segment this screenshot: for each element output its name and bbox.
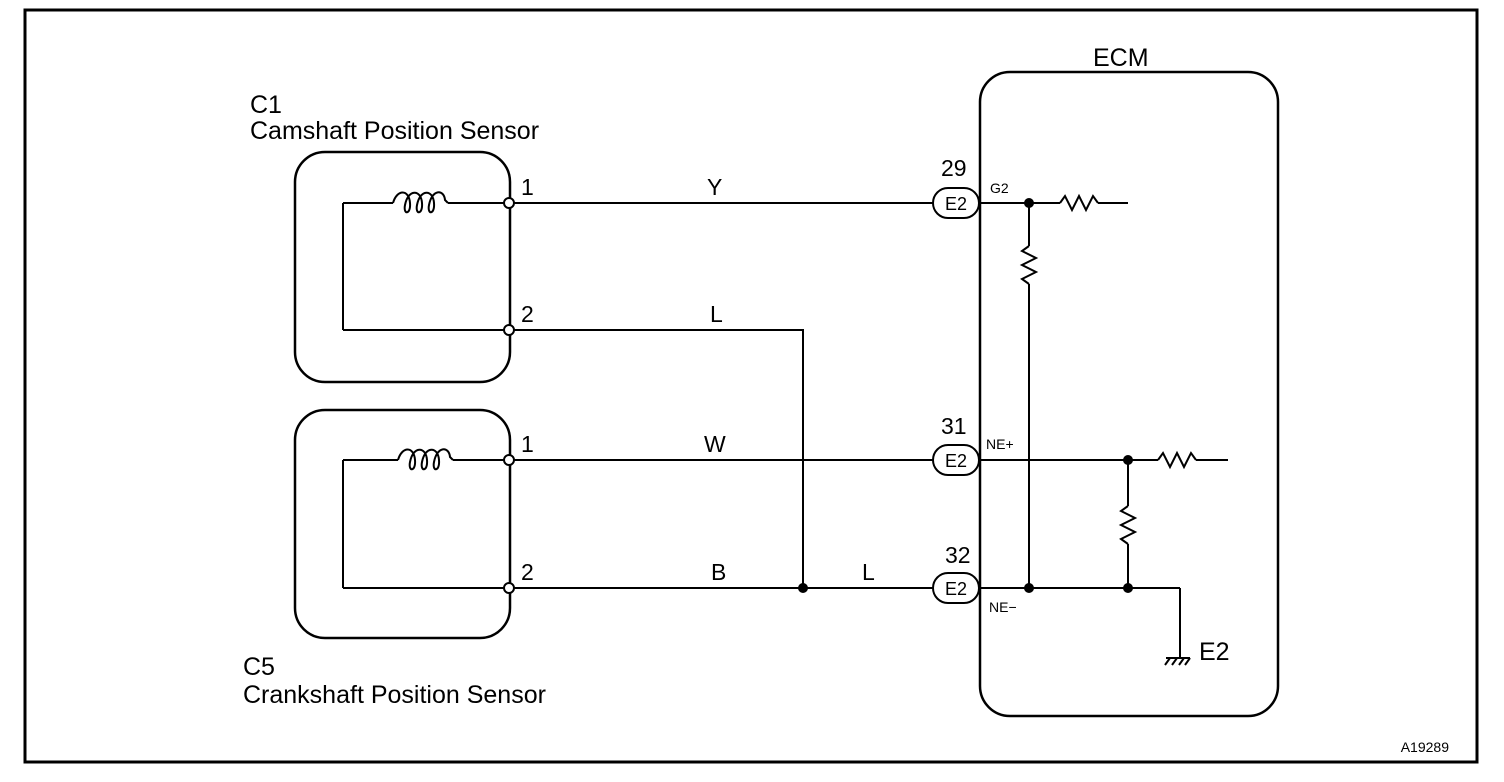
g2-resistor-icon bbox=[1059, 193, 1099, 213]
ecm-housing bbox=[978, 70, 1280, 718]
cam-sensor-housing bbox=[293, 150, 512, 384]
crank-pin1-label: 1 bbox=[521, 431, 534, 457]
ecm-terminal-31-pin: 31 bbox=[941, 413, 967, 439]
ne-plus-resistor-icon bbox=[1157, 450, 1197, 470]
cam-pin2-terminal bbox=[503, 324, 515, 336]
ecm-title: ECM bbox=[1093, 44, 1149, 72]
ground-label: E2 bbox=[1199, 638, 1230, 666]
wire-cam-return-color: L bbox=[710, 301, 723, 327]
ecm-terminal-32-connector-label: E2 bbox=[945, 579, 967, 599]
crank-sensor-housing bbox=[293, 408, 512, 640]
crank-pin2-label: 2 bbox=[521, 559, 534, 585]
cam-sensor-code: C1 bbox=[250, 91, 282, 119]
wire-crank-return-color: B bbox=[711, 559, 726, 585]
ecm-terminal-31-signal: NE+ bbox=[986, 436, 1014, 452]
ne-bias-resistor-icon bbox=[1118, 505, 1138, 545]
ecm-terminal-31-connector-label: E2 bbox=[945, 451, 967, 471]
figure-id: A19289 bbox=[1401, 739, 1449, 755]
cam-pin1-label: 1 bbox=[521, 174, 534, 200]
wire-cam-signal-color: Y bbox=[707, 174, 722, 200]
diagram-frame bbox=[23, 8, 1479, 764]
cam-pin2-label: 2 bbox=[521, 301, 534, 327]
ecm-terminal-29-connector-label: E2 bbox=[945, 194, 967, 214]
cam-pin1-terminal bbox=[503, 197, 515, 209]
ecm-terminal-32-signal: NE− bbox=[989, 599, 1017, 615]
ecm-terminal-29-signal: G2 bbox=[990, 180, 1009, 196]
wire-crank-signal-color: W bbox=[704, 431, 726, 457]
wire-splice-point bbox=[798, 583, 808, 593]
ecm-terminal-29-pin: 29 bbox=[941, 155, 967, 181]
ground-icon bbox=[1164, 650, 1191, 666]
cam-sensor-coil-icon bbox=[342, 191, 509, 331]
wire-common-color: L bbox=[862, 559, 875, 585]
crank-pin1-terminal bbox=[503, 454, 515, 466]
cam-sensor-name: Camshaft Position Sensor bbox=[250, 117, 539, 145]
ecm-terminal-32-pin: 32 bbox=[945, 542, 971, 568]
g2-ne-resistor-icon bbox=[1019, 245, 1039, 285]
crank-sensor-coil-icon bbox=[342, 448, 509, 589]
wire-cam-return bbox=[514, 329, 804, 588]
crank-pin2-terminal bbox=[503, 582, 515, 594]
crank-sensor-code: C5 bbox=[243, 653, 275, 681]
ecm-internal-circuit bbox=[979, 193, 1228, 650]
crank-sensor-name: Crankshaft Position Sensor bbox=[243, 681, 546, 709]
